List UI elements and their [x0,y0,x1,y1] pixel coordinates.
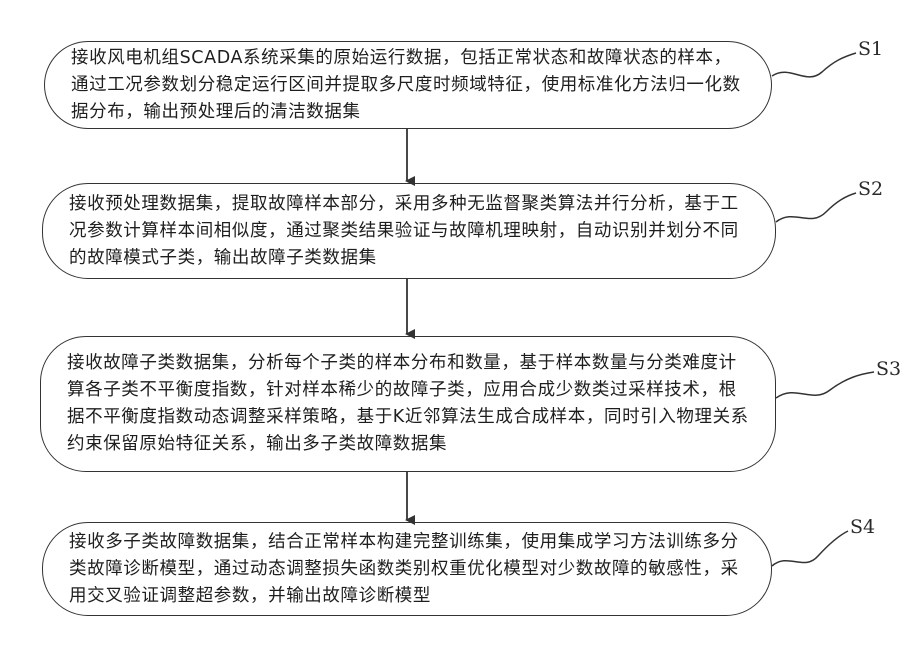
step-text-s2: 接收预处理数据集，提取故障样本部分，采用多种无监督聚类算法并行分析，基于工况参数… [69,191,749,272]
step-box-s3: 接收故障子类数据集，分析每个子类的样本分布和数量，基于样本数量与分类难度计算各子… [40,336,776,472]
step-text-s3: 接收故障子类数据集，分析每个子类的样本分布和数量，基于样本数量与分类难度计算各子… [67,350,749,458]
leader-line-s2 [776,193,856,222]
leader-line-s4 [772,531,848,566]
step-box-s1: 接收风电机组SCADA系统采集的原始运行数据，包括正常状态和故障状态的样本，通过… [44,41,772,129]
step-label-s4: S4 [850,516,875,538]
step-label-s2: S2 [858,178,883,200]
leader-line-s3 [776,372,874,398]
step-label-s3: S3 [876,358,901,380]
step-label-s1: S1 [858,38,883,60]
leader-line-s1 [772,53,856,77]
step-box-s4: 接收多子类故障数据集，结合正常样本构建完整训练集，使用集成学习方法训练多分类故障… [42,522,772,616]
step-text-s1: 接收风电机组SCADA系统采集的原始运行数据，包括正常状态和故障状态的样本，通过… [71,45,745,126]
step-text-s4: 接收多子类故障数据集，结合正常样本构建完整训练集，使用集成学习方法训练多分类故障… [69,529,745,610]
step-box-s2: 接收预处理数据集，提取故障样本部分，采用多种无监督聚类算法并行分析，基于工况参数… [42,183,776,279]
